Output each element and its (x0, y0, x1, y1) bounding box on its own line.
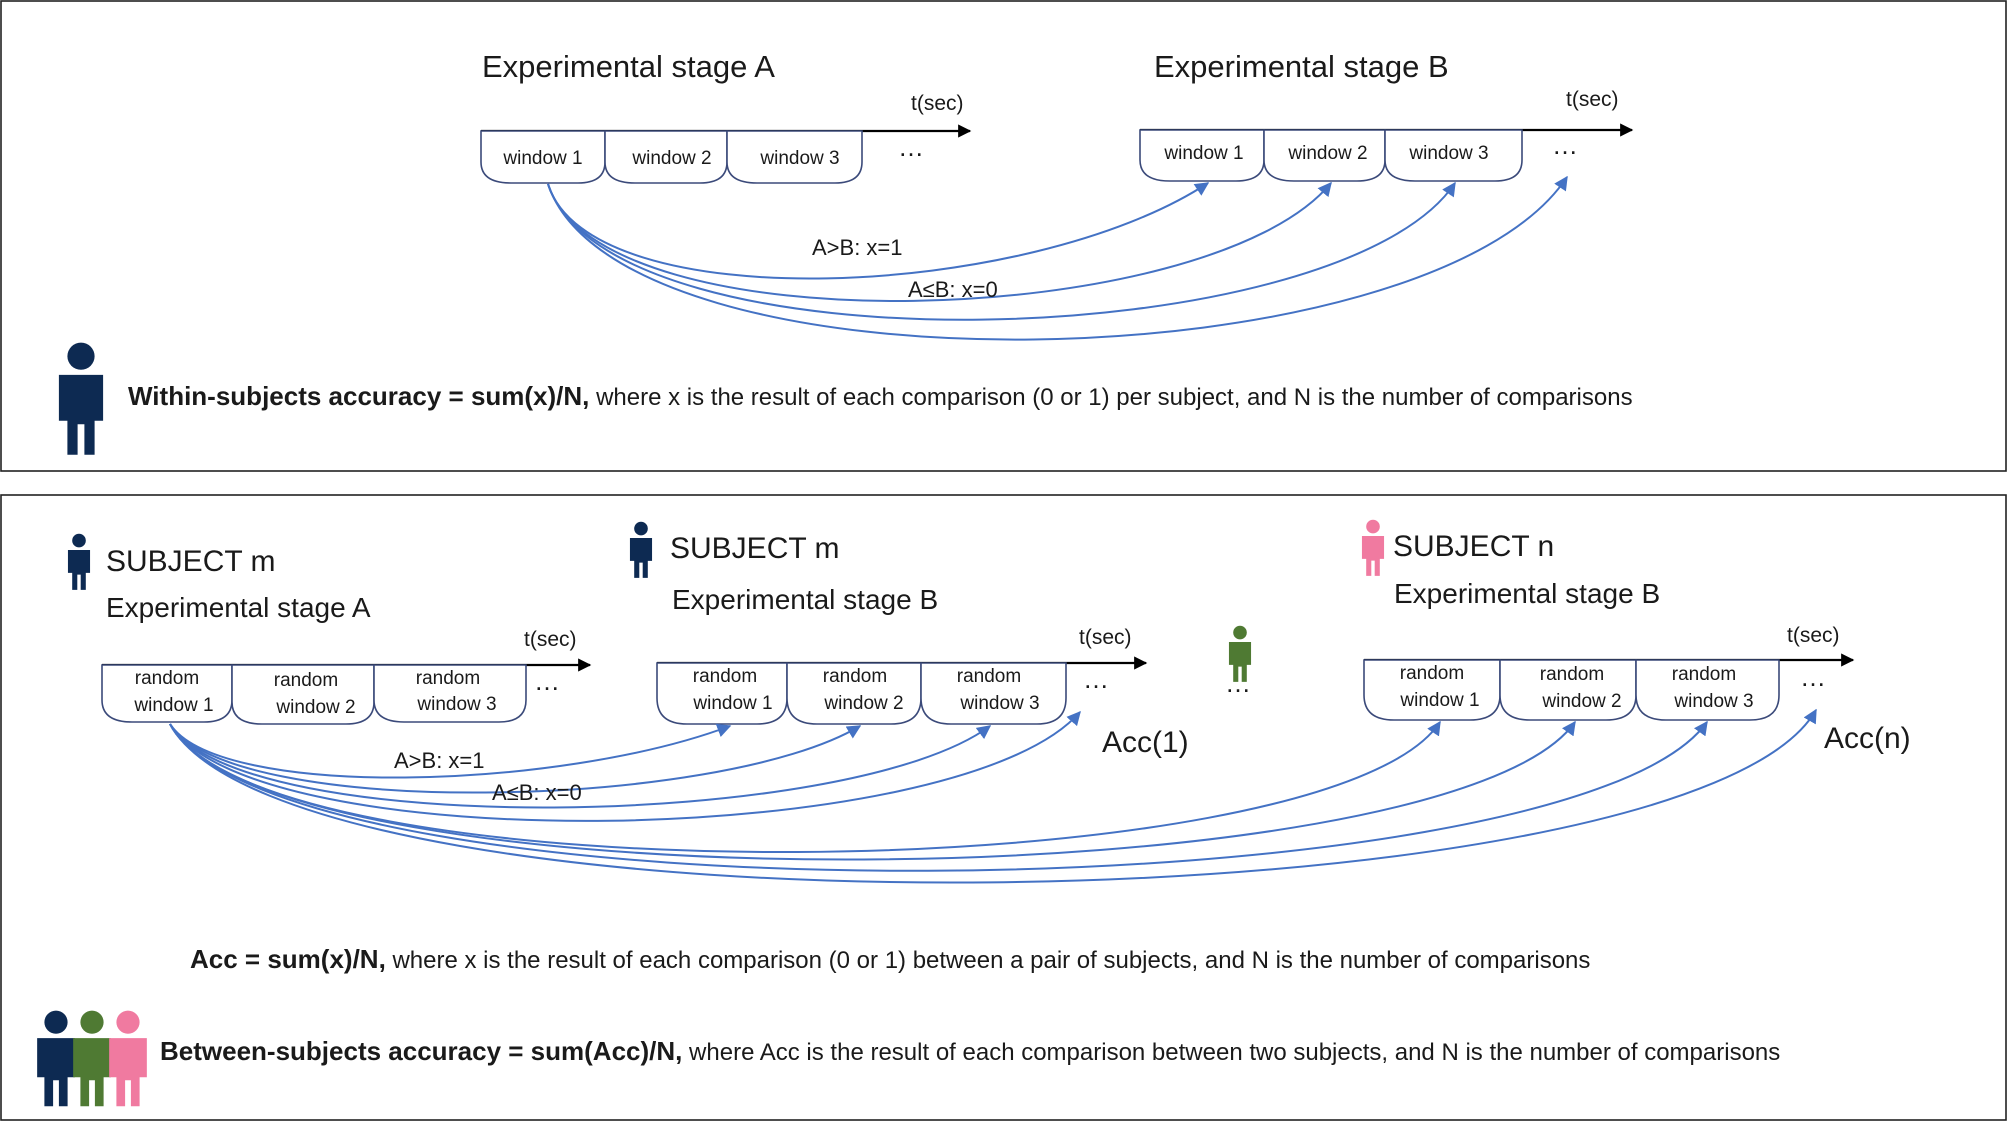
bottom-panel-frame (0, 494, 2007, 1121)
bottom-a-window-3-line2: window 3 (416, 694, 496, 715)
subject-m-a-person-icon (67, 533, 91, 590)
bottom-bm-window-2: random window 2 (786, 662, 922, 725)
bottom-arc-m-window-1 (169, 723, 732, 779)
bottom-bn-window-2-line1: random (1540, 664, 1604, 685)
bottom-bn-window-3-line1: random (1672, 664, 1736, 685)
bottom-a-window-2: random window 2 (231, 664, 375, 725)
bottom-bn-window-3: random window 3 (1635, 659, 1780, 721)
subject-m-b-person-icon (629, 521, 653, 578)
bottom-bm-window-3-line1: random (957, 666, 1021, 687)
bottom-a-window-2-line1: random (274, 670, 338, 691)
bottom-bm-window-1-line1: random (693, 666, 757, 687)
bottom-bn-window-3-line2: window 3 (1673, 691, 1753, 712)
top-b-window-1: window 1 (1139, 129, 1265, 182)
top-a-window-2: window 2 (604, 130, 728, 184)
bottom-stage-b-title-m: Experimental stage B (672, 584, 938, 615)
bottom-bm-window-2-line2: window 2 (823, 693, 903, 714)
acc-formula-bold: Acc = sum(x)/N, (190, 944, 386, 974)
bottom-arc-m-ellipsis (169, 710, 1081, 822)
subject-n-title: SUBJECT n (1393, 530, 1554, 563)
bottom-a-window-1-line2: window 1 (133, 695, 213, 716)
top-arc-to-ellipsis (547, 175, 1568, 341)
within-formula-bold: Within-subjects accuracy = sum(x)/N, (128, 381, 589, 411)
bottom-a-ellipsis: … (534, 666, 560, 696)
bottom-stage-a-title: Experimental stage A (106, 592, 371, 623)
within-subjects-panel: Experimental stage A Experimental stage … (0, 0, 2007, 472)
between-formula-rest: where Acc is the result of each comparis… (682, 1039, 1780, 1066)
bottom-arc-m-window-2 (169, 723, 862, 794)
within-formula-rest: where x is the result of each comparison… (589, 384, 1632, 411)
top-stage-a-title: Experimental stage A (482, 49, 775, 84)
bottom-stage-b-title-n: Experimental stage B (1394, 578, 1660, 609)
bottom-arc-m-window-3 (169, 723, 992, 809)
acc-n-label: Acc(n) (1824, 722, 1911, 755)
between-person-navy-icon (37, 1010, 75, 1107)
person-pink-icon (109, 1010, 147, 1107)
bottom-arc-n-window-3 (169, 720, 1708, 872)
subject-m-b-title: SUBJECT m (670, 532, 839, 565)
bottom-comparison-gt-label: A>B: x=1 (394, 748, 485, 773)
acc-1-label: Acc(1) (1102, 726, 1189, 759)
bottom-comparison-le-label: A≤B: x=0 (492, 780, 582, 805)
acc-formula: Acc = sum(x)/N, where x is the result of… (190, 944, 1590, 974)
top-a-t-label: t(sec) (911, 92, 964, 115)
between-subjects-formula: Between-subjects accuracy = sum(Acc)/N, … (160, 1036, 1780, 1066)
bottom-bn-window-1-line1: random (1400, 663, 1464, 684)
bottom-a-window-2-line2: window 2 (275, 697, 355, 718)
bottom-bm-window-2-line1: random (823, 666, 887, 687)
top-b-ellipsis: … (1552, 130, 1578, 160)
subject-n-person-icon (1361, 519, 1385, 576)
top-a-window-3: window 3 (726, 130, 863, 184)
person-navy-icon (58, 342, 104, 455)
bottom-bm-window-3-line2: window 3 (959, 693, 1039, 714)
top-a-window-3-label: window 3 (759, 148, 839, 169)
top-b-window-2: window 2 (1263, 129, 1386, 182)
bottom-a-window-3: random window 3 (373, 664, 527, 723)
bottom-bn-window-1-line2: window 1 (1399, 690, 1479, 711)
bottom-bn-window-2: random window 2 (1499, 659, 1637, 721)
bottom-bn-t-label: t(sec) (1787, 624, 1840, 647)
top-a-window-1: window 1 (480, 130, 606, 184)
subject-m-a-title: SUBJECT m (106, 545, 275, 578)
top-a-window-1-label: window 1 (502, 148, 582, 169)
top-a-ellipsis: … (898, 132, 924, 162)
bottom-a-t-label: t(sec) (524, 628, 577, 651)
top-comparison-gt-label: A>B: x=1 (812, 235, 903, 260)
bottom-bm-window-3: random window 3 (920, 662, 1067, 725)
top-arc-to-window-2 (547, 181, 1332, 302)
top-comparison-le-label: A≤B: x=0 (908, 277, 998, 302)
bottom-a-window-3-line1: random (416, 668, 480, 689)
between-subjects-panel: SUBJECT m Experimental stage A SUBJECT m… (0, 494, 2007, 1121)
top-a-window-2-label: window 2 (631, 148, 711, 169)
acc-formula-rest: where x is the result of each comparison… (386, 947, 1591, 974)
bottom-a-window-1: random window 1 (101, 664, 233, 723)
bottom-bm-ellipsis: … (1083, 664, 1109, 694)
bottom-bm-window-1: random window 1 (656, 662, 788, 725)
bottom-bm-window-1-line2: window 1 (692, 693, 772, 714)
bottom-arc-n-window-2 (169, 720, 1576, 861)
top-stage-b-title: Experimental stage B (1154, 49, 1449, 84)
bottom-bn-window-1: random window 1 (1363, 659, 1501, 721)
between-person-green-icon (73, 1010, 111, 1107)
top-b-t-label: t(sec) (1566, 88, 1619, 111)
between-formula-bold: Between-subjects accuracy = sum(Acc)/N, (160, 1036, 682, 1066)
bottom-bm-t-label: t(sec) (1079, 626, 1132, 649)
top-arc-to-window-3 (547, 181, 1456, 321)
bottom-bn-window-2-line2: window 2 (1541, 691, 1621, 712)
top-panel-frame (0, 0, 2007, 472)
top-b-window-3: window 3 (1384, 129, 1523, 182)
top-b-window-2-label: window 2 (1287, 143, 1367, 164)
top-arc-to-window-1 (547, 182, 1210, 280)
bottom-bn-ellipsis: … (1800, 662, 1826, 692)
bottom-a-window-1-line1: random (135, 668, 199, 689)
top-b-window-1-label: window 1 (1163, 143, 1243, 164)
bottom-arc-n-ellipsis (169, 708, 1817, 884)
within-subjects-formula: Within-subjects accuracy = sum(x)/N, whe… (128, 381, 1633, 411)
top-b-window-3-label: window 3 (1408, 143, 1488, 164)
between-ellipsis: … (1225, 668, 1251, 698)
